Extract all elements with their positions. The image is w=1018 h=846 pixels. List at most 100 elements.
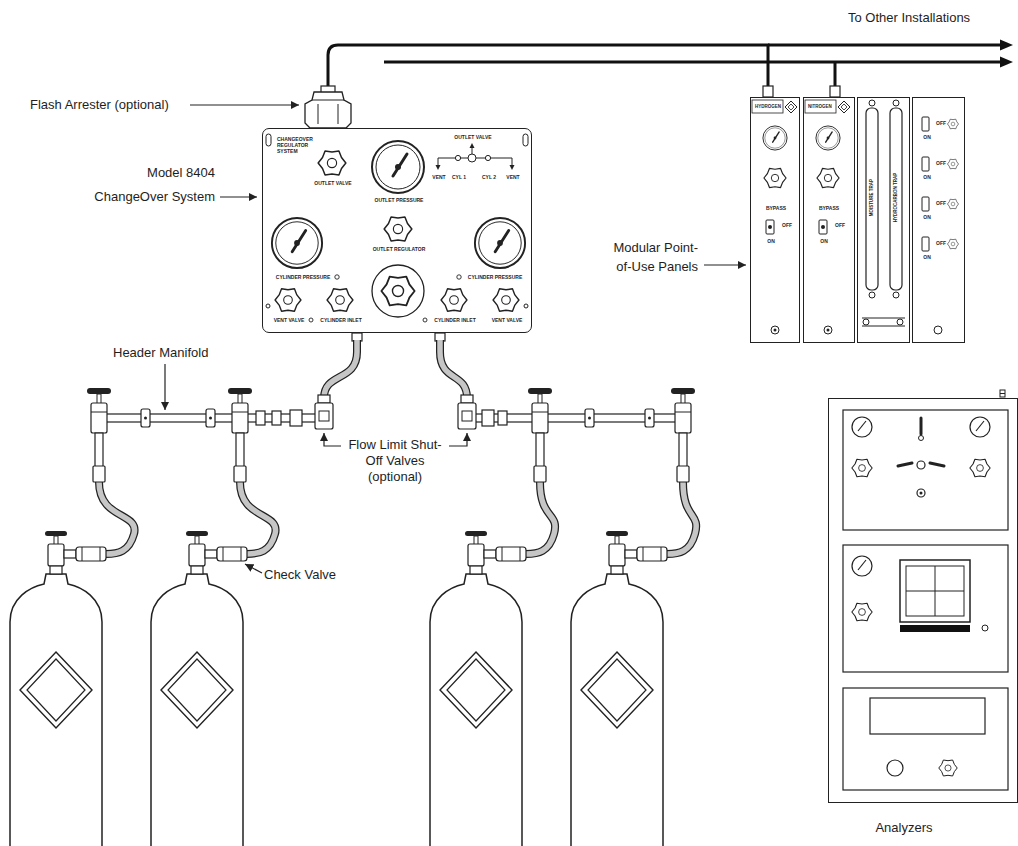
panel-marking: OFF bbox=[936, 121, 946, 127]
analyzer-drawing bbox=[982, 625, 988, 631]
panel-marking: VENT VALVE bbox=[274, 318, 305, 324]
header-manifold bbox=[144, 417, 147, 420]
analyzer-drawing bbox=[919, 436, 924, 441]
analyzer-drawing bbox=[900, 560, 970, 622]
analyzer-drawing bbox=[906, 566, 964, 616]
leader-line bbox=[164, 364, 165, 410]
changeover-panel-drawing bbox=[455, 155, 460, 160]
leader-line bbox=[704, 264, 746, 265]
panel-marking: MOISTURE TRAP bbox=[869, 179, 874, 216]
point-of-use-panel-drawing bbox=[897, 319, 903, 325]
panel-marking: NITROGEN bbox=[808, 104, 832, 109]
analyzer-drawing bbox=[906, 566, 964, 616]
hose bbox=[440, 340, 467, 398]
panel-marking: CYLINDER PRESSURE bbox=[468, 275, 522, 281]
callout-label: Header Manifold bbox=[113, 345, 208, 361]
analyzer-drawing bbox=[843, 545, 1008, 672]
panel-marking: OFF bbox=[936, 161, 946, 167]
supply-line bbox=[768, 44, 1001, 47]
hose bbox=[526, 482, 555, 554]
leader-line bbox=[324, 433, 341, 446]
gas-line bbox=[328, 45, 768, 128]
flash-arrester bbox=[305, 92, 351, 128]
analyzer-drawing bbox=[852, 417, 872, 437]
gas-cylinder bbox=[430, 531, 526, 846]
panel-marking: OFF bbox=[936, 201, 946, 207]
changeover-panel-drawing bbox=[423, 318, 427, 322]
point-of-use-panel-drawing bbox=[869, 100, 875, 106]
header-manifold bbox=[528, 388, 552, 482]
point-of-use-panel-drawing bbox=[752, 100, 959, 334]
changeover-panel-drawing bbox=[272, 218, 322, 268]
changeover-panel-drawing bbox=[381, 277, 414, 306]
point-of-use-panel-drawing bbox=[893, 292, 899, 298]
panel-marking: BYPASS bbox=[819, 206, 839, 212]
analyzer-drawing bbox=[843, 390, 1008, 790]
changeover-panel: CHANGEOVER REGULATOR SYSTEMOUTLET VALVEO… bbox=[262, 128, 532, 333]
callout-label: Model 8404 ChangeOver System bbox=[90, 161, 215, 209]
panel-marking: OUTLET VALVE bbox=[454, 135, 491, 141]
point-of-use-panel-drawing bbox=[922, 157, 929, 171]
leader-line bbox=[449, 433, 467, 446]
analyzer-drawing bbox=[900, 625, 970, 632]
header-manifold bbox=[141, 409, 150, 427]
leader-line bbox=[245, 564, 262, 573]
point-of-use-panel-drawing bbox=[890, 108, 902, 290]
gas-panel: HYDROGENBYPASSOFFON bbox=[750, 97, 800, 343]
analyzer-drawing bbox=[852, 603, 872, 621]
hose bbox=[99, 340, 696, 554]
point-of-use-panel-drawing bbox=[869, 292, 875, 298]
flash-arrester bbox=[830, 86, 840, 97]
panel-marking: ON bbox=[923, 175, 931, 181]
hose bbox=[667, 482, 696, 554]
panel-marking: ON bbox=[923, 255, 931, 261]
valve-panel: OFFONOFFONOFFONOFFON bbox=[912, 97, 965, 343]
changeover-panel-drawing bbox=[309, 318, 313, 322]
header-manifold bbox=[671, 388, 695, 482]
header-manifold bbox=[645, 409, 654, 427]
changeover-panel-drawing bbox=[468, 154, 476, 162]
panel-marking: BYPASS bbox=[766, 206, 786, 212]
point-of-use-panel-drawing bbox=[922, 237, 929, 251]
panel-marking: CYLINDER INLET bbox=[434, 318, 475, 324]
analyzer-drawing bbox=[970, 459, 990, 477]
changeover-panel-drawing bbox=[470, 143, 475, 148]
gas-panel: NITROGENBYPASSOFFON bbox=[803, 97, 855, 343]
header-manifold bbox=[290, 410, 302, 426]
header-manifold bbox=[498, 411, 507, 425]
analyzer-drawing bbox=[939, 760, 957, 776]
point-of-use-panel-drawing bbox=[947, 159, 958, 169]
point-of-use-panel-drawing bbox=[922, 197, 929, 211]
panel-marking: OUTLET PRESSURE bbox=[375, 198, 424, 204]
callout-label: Modular Point-of-Use Panels bbox=[610, 238, 698, 276]
point-of-use-panel-drawing bbox=[866, 108, 878, 290]
analyzer-drawing bbox=[917, 489, 925, 497]
analyzer-drawing bbox=[843, 688, 1008, 790]
analyzer-drawing bbox=[858, 421, 866, 431]
panel-marking: ON bbox=[923, 135, 931, 141]
changeover-panel-drawing bbox=[485, 155, 490, 160]
hose bbox=[324, 340, 357, 398]
changeover-panel-drawing bbox=[372, 265, 424, 317]
changeover-panel-drawing bbox=[493, 289, 519, 311]
panel-marking: CYLINDER PRESSURE bbox=[276, 275, 330, 281]
header-manifold bbox=[228, 388, 252, 482]
hose bbox=[99, 340, 696, 554]
header-manifold bbox=[256, 411, 265, 425]
changeover-panel-drawing bbox=[275, 289, 301, 311]
hose bbox=[240, 482, 276, 554]
leader-line bbox=[220, 196, 257, 197]
point-of-use-panel-drawing bbox=[863, 319, 869, 325]
changeover-panel-drawing bbox=[372, 141, 424, 193]
point-of-use-panel-drawing bbox=[947, 239, 958, 249]
changeover-panel-drawing bbox=[435, 333, 445, 341]
point-of-use-panel-drawing bbox=[934, 326, 942, 334]
changeover-panel-drawing bbox=[457, 275, 461, 279]
hose bbox=[440, 340, 467, 398]
flash-arrester bbox=[763, 86, 773, 97]
supply-line bbox=[1000, 40, 1013, 51]
changeover-panel-drawing bbox=[523, 134, 528, 146]
point-of-use-panel-drawing bbox=[922, 117, 929, 131]
